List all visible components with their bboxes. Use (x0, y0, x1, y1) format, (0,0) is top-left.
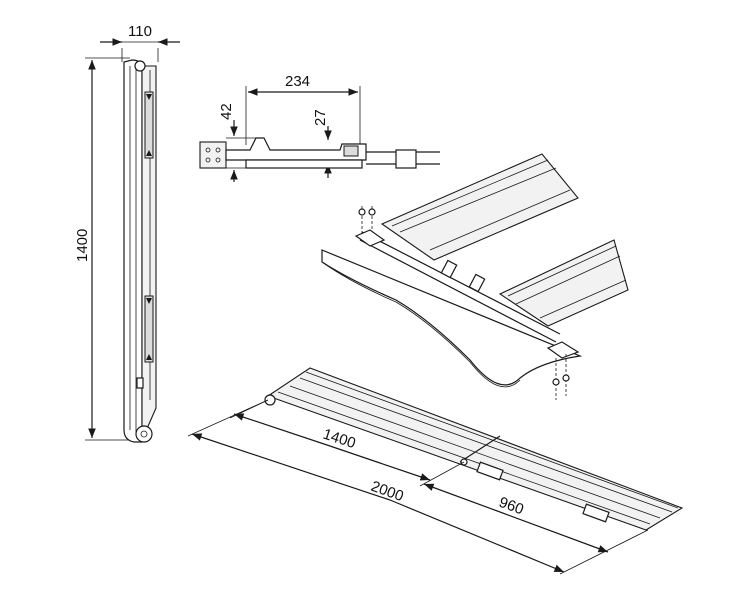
ramp-groove (515, 255, 621, 305)
profile-channel (343, 145, 359, 157)
ramp-panel-lower (498, 239, 629, 327)
dim-rail-height: 1400 (74, 229, 91, 262)
dim-line (423, 483, 501, 513)
unfolded-ramp-view: 1400 2000 960 (187, 367, 684, 575)
hinge-top (134, 60, 146, 72)
dim-line (499, 511, 609, 553)
roller-hub (140, 430, 148, 438)
hinge-shaft (359, 239, 557, 343)
slot-marker (146, 150, 152, 156)
ramp-groove (399, 167, 557, 233)
ramp-latch (476, 461, 504, 481)
ramp-groove (507, 245, 617, 297)
dim-section-27: 27 (312, 109, 329, 126)
screw-nut (552, 378, 560, 386)
hinge-knuckle (468, 273, 486, 293)
axle-coupling (395, 149, 417, 169)
screw-nut (562, 374, 570, 382)
rail-slot (144, 91, 154, 159)
ramp-wheel (264, 394, 276, 406)
ramp-panel-upper (380, 153, 579, 261)
ramp-joint (459, 435, 501, 463)
bracket-hole (205, 157, 211, 163)
mounting-plate (546, 341, 580, 359)
dim-ramp-extension: 960 (497, 494, 526, 519)
dim-line (329, 445, 431, 481)
cross-section-view: 234 42 27 (199, 73, 440, 182)
dim-line (233, 413, 331, 447)
dim-extension-line (419, 461, 465, 487)
slot-marker (146, 94, 152, 100)
mounting-bracket (199, 141, 227, 169)
slot-marker (146, 298, 152, 304)
rail-stop (136, 377, 144, 389)
ramp-rail-line (305, 371, 679, 509)
hinge-knuckle (440, 259, 458, 279)
rail-slot (144, 295, 154, 363)
mounting-plate (354, 229, 386, 247)
roller-wheel (135, 425, 153, 443)
profile-base (245, 159, 363, 169)
folded-rail-side-view: 110 1400 (74, 23, 180, 443)
step-surface (321, 249, 583, 386)
dim-section-width: 234 (285, 73, 310, 90)
installed-ramp-perspective (321, 153, 629, 400)
dim-ramp-total: 2000 (369, 478, 406, 505)
step-edge (321, 261, 521, 388)
bracket-hole (215, 147, 221, 153)
ramp-body (266, 367, 684, 531)
dim-line (191, 433, 391, 501)
ramp-rail-line (277, 391, 651, 525)
ramp-groove (539, 279, 627, 319)
ramp-latch (582, 503, 610, 523)
screw-head (368, 208, 376, 216)
dim-extension-line (187, 399, 269, 437)
dim-extension-line (559, 529, 649, 575)
dim-ramp-section: 1400 (321, 426, 358, 452)
slot-marker (146, 354, 152, 360)
hinge-shaft (361, 231, 561, 335)
ramp-groove (429, 189, 571, 251)
ramp-groove (391, 159, 549, 227)
dim-section-42: 42 (218, 103, 235, 120)
bracket-hole (215, 157, 221, 163)
screw-head (358, 208, 366, 216)
dim-line (389, 499, 565, 573)
bracket-hole (205, 147, 211, 153)
dim-rail-width: 110 (128, 23, 152, 40)
